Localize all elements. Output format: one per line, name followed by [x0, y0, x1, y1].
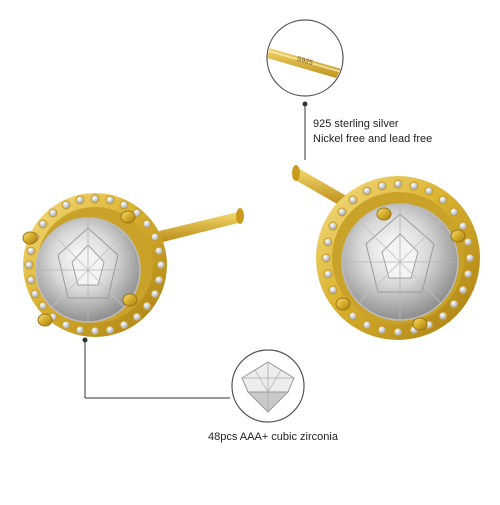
post-detail-callout: S925: [266, 19, 344, 160]
right-center-stone: [341, 203, 459, 321]
left-earring-post: [155, 208, 244, 243]
stone-spec-caption: 48pcs AAA+ cubic zirconia: [208, 431, 338, 443]
silver-spec-line-2: Nickel free and lead free: [313, 133, 433, 145]
left-earring: [22, 193, 244, 337]
left-center-stone: [35, 217, 141, 323]
right-prongs: [335, 207, 466, 331]
loose-stone-icon: [241, 361, 295, 413]
stone-detail-callout: [82, 337, 305, 423]
post-stamp-text: S925: [296, 56, 314, 67]
right-pave-ring: [321, 179, 475, 337]
right-earring: [292, 165, 480, 340]
silver-spec-line-1: 925 sterling silver: [313, 118, 399, 130]
left-prongs: [22, 210, 138, 327]
right-earring-post: [292, 165, 350, 208]
